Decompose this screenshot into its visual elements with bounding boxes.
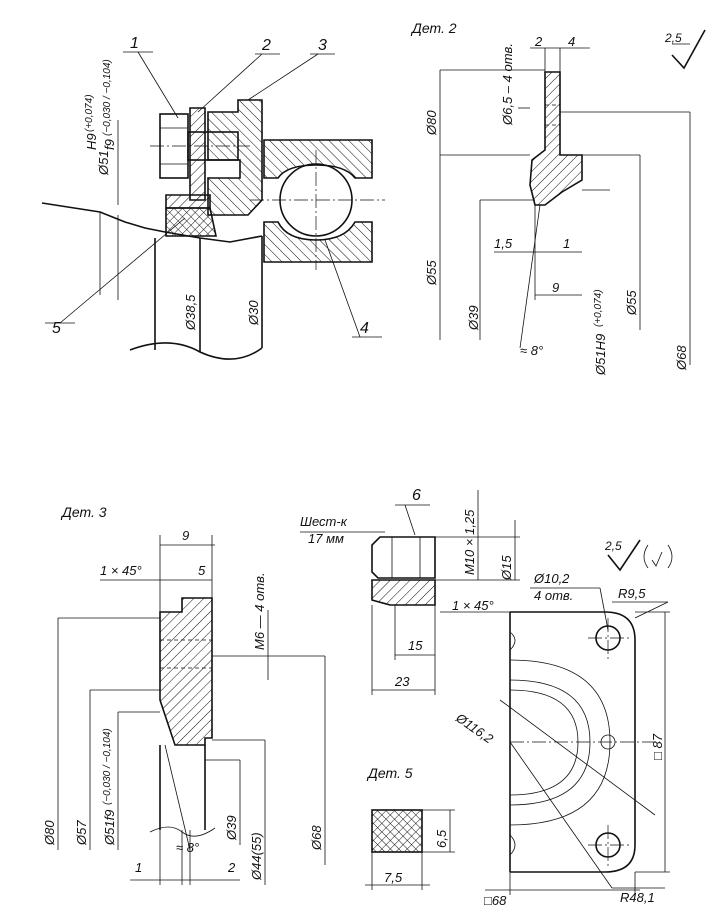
det2-s15: 1,5 — [494, 236, 513, 251]
det2-roughness: 2,5 — [664, 31, 682, 45]
assembly-fit-dim: Ø51 — [96, 150, 111, 176]
det5-title: Дет. 5 — [366, 765, 413, 781]
assembly-d30: Ø30 — [246, 300, 261, 326]
det6-drawing — [300, 490, 520, 695]
assembly-d38: Ø38,5 — [183, 294, 198, 331]
det5-h-label: 6,5 — [434, 829, 449, 848]
det4-roughness-mark — [607, 539, 673, 572]
assembly-fit-lower: f9 (−0,030 / −0,104) — [102, 59, 117, 150]
det6-hex-l2: 17 мм — [308, 531, 344, 546]
det3-s1: 1 — [135, 860, 142, 875]
det2-d51-tol: (+0,074) — [593, 289, 604, 327]
fit-lower-tol: (−0,030 / −0,104) — [102, 59, 113, 136]
det3-s2: 2 — [227, 860, 236, 875]
dim-d38: Ø38,5 — [183, 294, 198, 331]
det3-d57: Ø57 — [74, 820, 89, 846]
det6-l23: 23 — [394, 674, 410, 689]
fit-lower: f9 — [102, 139, 117, 150]
det4-d116-label: Ø116,2 — [452, 710, 496, 747]
fit-diameter: Ø51 — [96, 150, 111, 176]
det3-d44-label: Ø44(55) — [249, 832, 264, 881]
det3-title: Дет. 3 — [60, 504, 107, 520]
det3-d51-tol: (−0,030 / −0,104) — [102, 728, 113, 805]
det2-holes: Ø6,5 – 4 отв. — [500, 43, 515, 126]
det6-d15: Ø15 — [499, 555, 514, 581]
det5-drawing — [365, 809, 455, 890]
det3-d39: Ø39 — [224, 815, 239, 841]
det2-s9: 9 — [552, 280, 559, 295]
det2-title: Дет. 2 — [410, 20, 457, 36]
det3-d51: Ø51f9 — [102, 810, 117, 846]
det4-sq68: □68 — [484, 893, 507, 908]
det2-d55a: Ø55 — [424, 260, 439, 286]
det4-r95: R9,5 — [618, 586, 646, 601]
det2-d68-label: Ø68 — [674, 345, 689, 371]
callout-4: 4 — [360, 320, 369, 337]
det6-hex-l1: Шест-к — [300, 514, 348, 529]
det4-drawing — [485, 587, 670, 895]
det2-angle: ≈ 8° — [520, 343, 543, 358]
det4-sq87-label: □ 87 — [650, 733, 665, 760]
det4-roughness: 2,5 — [604, 539, 622, 553]
assembly-view — [41, 51, 385, 360]
det2-d55b: Ø55 — [624, 290, 639, 316]
dim-d30: Ø30 — [246, 300, 261, 326]
callout-1: 1 — [130, 35, 139, 52]
det2-d55a-label: Ø55 — [424, 260, 439, 286]
det6-d15-label: Ø15 — [499, 555, 514, 581]
det2-d80: Ø80 — [424, 110, 439, 136]
det2-d39: Ø39 — [466, 305, 481, 331]
det3-thread-label: M6 — 4 отв. — [252, 572, 267, 650]
det2-roughness-mark — [671, 29, 706, 70]
det2-d68: Ø68 — [674, 345, 689, 371]
fit-upper: H9 — [84, 133, 99, 150]
det2-s1: 1 — [563, 236, 570, 251]
det3-d51-label: Ø51f9 (−0,030 / −0,104) — [102, 728, 117, 846]
det3-d80-label: Ø80 — [42, 820, 57, 846]
callout-5: 5 — [52, 320, 61, 337]
callout-2: 2 — [261, 37, 271, 54]
det3-d39-label: Ø39 — [224, 815, 239, 841]
det3-d80: Ø80 — [42, 820, 57, 846]
det4-r481: R48,1 — [620, 890, 655, 905]
det2-d51: Ø51H9 — [593, 334, 608, 376]
det2-d80-label: Ø80 — [424, 110, 439, 136]
det3-w9: 9 — [182, 528, 189, 543]
callout-6: 6 — [412, 487, 421, 504]
det5-h: 6,5 — [434, 829, 449, 848]
callout-3: 3 — [318, 37, 327, 54]
det3-d68-label: Ø68 — [309, 825, 324, 851]
det3-thread: M6 — 4 отв. — [252, 572, 267, 650]
det3-drawing — [57, 535, 326, 885]
det6-chamfer: 1 × 45° — [452, 598, 494, 613]
det4-holes-n: 4 отв. — [534, 588, 573, 603]
det3-chamfer: 1 × 45° — [100, 563, 142, 578]
det2-d51-label: Ø51H9 (+0,074) — [593, 289, 608, 376]
det2-drawing — [439, 47, 691, 365]
det4-d116: Ø116,2 — [452, 710, 496, 747]
det6-thread: M10 × 1,25 — [462, 509, 477, 575]
det3-d57-label: Ø57 — [74, 820, 89, 846]
det6-l15: 15 — [408, 638, 423, 653]
det4-holes-d: Ø10,2 — [533, 571, 570, 586]
det3-angle: ≈ 8° — [176, 840, 199, 855]
det5-w: 7,5 — [384, 870, 403, 885]
det3-d68: Ø68 — [309, 825, 324, 851]
fit-upper-tol: (+0,074) — [84, 94, 95, 132]
det3-d44: Ø44(55) — [249, 832, 264, 881]
det3-w5: 5 — [198, 563, 206, 578]
det2-d39-label: Ø39 — [466, 305, 481, 331]
det4-sq87: □ 87 — [650, 733, 665, 760]
det6-thread-label: M10 × 1,25 — [462, 509, 477, 575]
assembly-fit-upper: H9 (+0,074) — [84, 94, 99, 150]
det2-w4: 4 — [568, 34, 575, 49]
det2-w2: 2 — [534, 34, 543, 49]
det2-holes-label: Ø6,5 – 4 отв. — [500, 43, 515, 126]
det2-d55b-label: Ø55 — [624, 290, 639, 316]
